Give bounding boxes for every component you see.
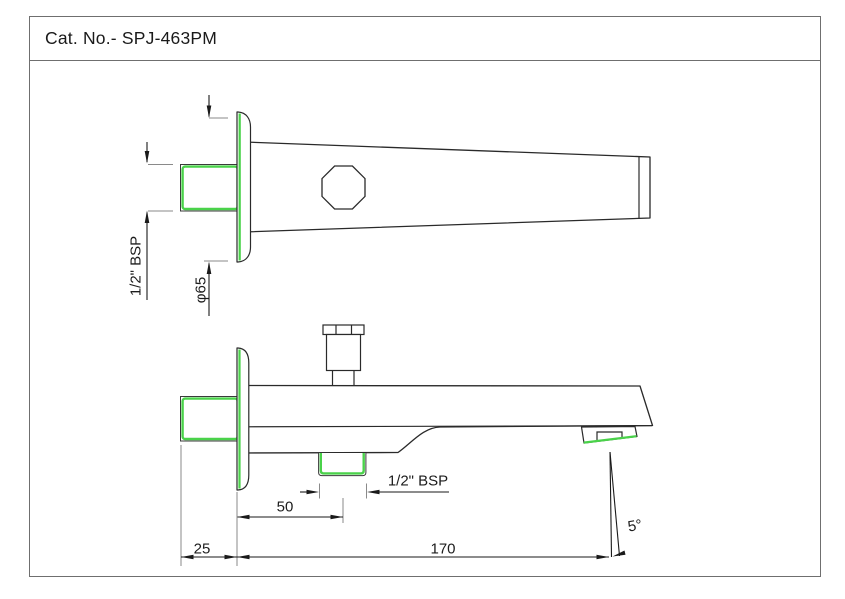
top-spout-body bbox=[243, 141, 651, 233]
top-octagon-hole bbox=[321, 165, 366, 210]
dim-label-flange-diameter: φ65 bbox=[192, 276, 210, 304]
top-view bbox=[144, 95, 651, 316]
top-wall-flange bbox=[236, 111, 252, 263]
drawing-border bbox=[29, 16, 821, 577]
dim-inlet-thread bbox=[144, 142, 173, 300]
side-view bbox=[180, 324, 654, 566]
diverter-knob bbox=[322, 324, 365, 386]
dim-label-170: 170 bbox=[430, 540, 456, 558]
side-wall-flange bbox=[236, 347, 250, 491]
dim-label-25: 25 bbox=[193, 540, 211, 558]
dim-label-angle: 5° bbox=[626, 516, 644, 536]
top-inlet-nipple bbox=[180, 164, 239, 212]
dim-outlet-angle bbox=[609, 451, 626, 558]
dim-flange-diameter bbox=[204, 95, 228, 316]
title-band-divider bbox=[29, 60, 821, 61]
dim-label-50: 50 bbox=[276, 498, 294, 516]
side-inlet-nipple bbox=[180, 396, 239, 442]
catalog-number: Cat. No.- SPJ-463PM bbox=[45, 28, 218, 48]
dim-label-inlet-thread-top: 1/2" BSP bbox=[127, 235, 145, 297]
dim-diverter-thread bbox=[300, 483, 449, 499]
spout-outlet bbox=[580, 425, 638, 444]
dim-label-diverter-thread: 1/2" BSP bbox=[387, 472, 449, 490]
dim-wall-to-diverter bbox=[237, 498, 344, 523]
dim-baseline bbox=[180, 445, 609, 566]
side-spout-body bbox=[241, 384, 654, 454]
diverter-nipple bbox=[318, 453, 367, 477]
